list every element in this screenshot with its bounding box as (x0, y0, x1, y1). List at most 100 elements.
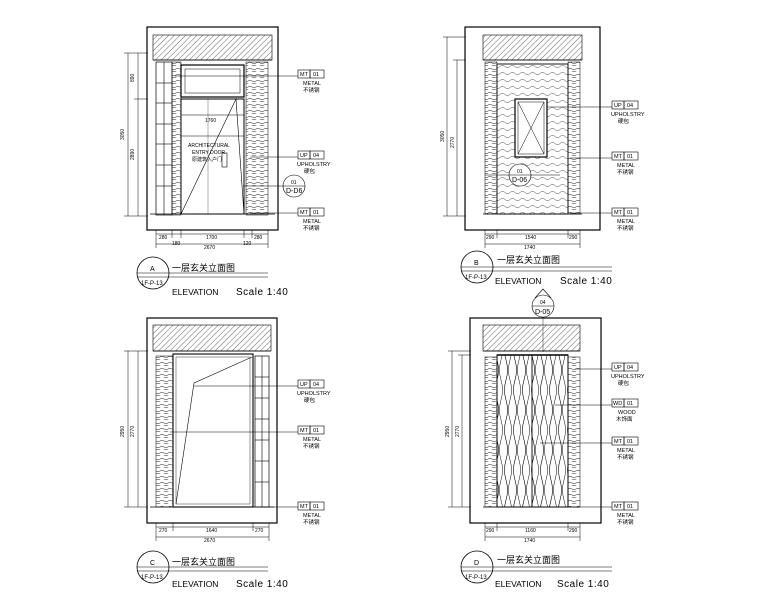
elevation-b-title-en: ELEVATION (495, 276, 541, 286)
elevation-b-vdim-1: 3050 (440, 131, 446, 142)
elevation-a-shelf-lines (156, 62, 172, 215)
elevation-d-brick-left (484, 356, 498, 508)
svg-text:不锈钢: 不锈钢 (617, 224, 634, 232)
elevation-b-callout-2: MT 01 METAL 不锈钢 (570, 151, 639, 176)
svg-text:木饰面: 木饰面 (616, 415, 633, 423)
svg-text:D-D6: D-D6 (286, 188, 302, 195)
svg-text:04: 04 (313, 153, 319, 159)
svg-text:UPHOLSTRY: UPHOLSTRY (611, 374, 645, 380)
elevation-d-callout-2: WD 01 WOOD 木饰面 (555, 398, 639, 423)
elevation-b-hdim-left: 290 (486, 235, 495, 241)
elevation-b-callout-1: UP 04 UPHOLSTRY 硬包 (547, 100, 645, 125)
svg-text:METAL: METAL (303, 81, 321, 87)
svg-text:01: 01 (517, 169, 523, 175)
elevation-c-vertical-dims (124, 350, 148, 508)
elevation-a-callout-3: MT 01 METAL 不锈钢 (250, 207, 325, 232)
svg-text:硬包: 硬包 (618, 379, 630, 387)
svg-text:不锈钢: 不锈钢 (617, 453, 634, 461)
svg-text:D-05: D-05 (535, 309, 550, 316)
elevation-b: 3050 2770 1740 1540 290 290 UP 04 UPHOLS… (440, 26, 645, 287)
elevation-c-scale: Scale 1:40 (236, 579, 288, 590)
elevation-b-brick-right (567, 61, 581, 215)
svg-text:UP: UP (614, 365, 622, 371)
elevation-c-title-cn: 一层玄关立面图 (172, 556, 235, 567)
elevation-d-hdim-right: 290 (569, 528, 578, 534)
elevation-c-sheet-no: 1F-P-13 (141, 575, 163, 581)
svg-text:硬包: 硬包 (618, 117, 630, 125)
elevation-a-title-cn: 一层玄关立面图 (172, 262, 235, 273)
svg-text:MT: MT (300, 72, 309, 78)
svg-text:METAL: METAL (303, 437, 321, 443)
elevation-b-frame (464, 26, 601, 231)
elevation-c-letter: C (150, 560, 155, 567)
svg-text:MT: MT (614, 154, 623, 160)
svg-text:不锈钢: 不锈钢 (617, 168, 634, 176)
svg-text:硬包: 硬包 (304, 396, 316, 404)
elevation-a-scale: Scale 1:40 (236, 287, 288, 298)
elevation-d-callout-1: UP 04 UPHOLSTRY 硬包 (575, 362, 645, 387)
svg-text:01: 01 (627, 401, 633, 407)
elevation-d-title-en: ELEVATION (495, 579, 541, 589)
elevation-b-hdim-total: 1740 (524, 245, 535, 251)
elevation-c-vdim-2: 2770 (130, 426, 136, 437)
svg-text:METAL: METAL (617, 219, 635, 225)
elevation-b-title-cn: 一层玄关立面图 (497, 254, 560, 265)
elevation-d-hdim-total: 1740 (524, 538, 535, 544)
elevation-c-vdim-1: 2950 (120, 426, 126, 437)
svg-text:04: 04 (627, 103, 633, 109)
svg-text:01: 01 (627, 210, 633, 216)
svg-text:WOOD: WOOD (618, 410, 636, 416)
svg-text:UP: UP (614, 103, 622, 109)
svg-text:不锈钢: 不锈钢 (303, 442, 320, 450)
elevation-d-callout-4: MT 01 METAL 不锈钢 (575, 501, 639, 526)
elevation-a-horizontal-dims (155, 230, 269, 248)
svg-text:METAL: METAL (617, 448, 635, 454)
svg-text:MT: MT (300, 210, 309, 216)
elevation-c-hdim-left: 270 (159, 528, 168, 534)
elevation-b-ceiling-hatch (482, 34, 583, 61)
svg-text:MT: MT (614, 504, 623, 510)
svg-text:METAL: METAL (303, 513, 321, 519)
svg-text:01: 01 (313, 428, 319, 434)
svg-text:MT: MT (614, 210, 623, 216)
svg-text:01: 01 (313, 210, 319, 216)
elevation-d-letter: D (474, 560, 479, 567)
svg-text:04: 04 (313, 382, 319, 388)
svg-text:UPHOLSTRY: UPHOLSTRY (297, 391, 331, 397)
elevation-b-horizontal-dims (484, 230, 581, 248)
elevation-a-vertical-dims (124, 52, 148, 217)
elevation-a-frame (146, 26, 279, 231)
elevation-a-hdim-right: 280 (254, 235, 263, 241)
svg-text:MT: MT (300, 428, 309, 434)
svg-text:01: 01 (313, 504, 319, 510)
svg-text:01: 01 (313, 72, 319, 78)
elevation-c-hdim-door: 1640 (206, 528, 217, 534)
svg-text:METAL: METAL (617, 513, 635, 519)
elevation-c-title-block: C 1F-P-13 一层玄关立面图 ELEVATION Scale 1:40 (136, 550, 288, 590)
elevation-a-letter: A (150, 266, 155, 273)
elevation-d-sheet-no: 1F-P-13 (465, 575, 487, 581)
elevation-b-title-block: B 1F-P-13 一层玄关立面图 ELEVATION Scale 1:40 (460, 250, 612, 287)
elevation-b-letter: B (474, 260, 479, 267)
elevation-b-hdim-right: 290 (569, 235, 578, 241)
elevation-d-wood-doors (496, 354, 569, 508)
svg-text:UPHOLSTRY: UPHOLSTRY (297, 162, 331, 168)
elevation-a-door-note-1: ARCHITECTURAL (188, 143, 230, 149)
elevation-a-hdim-door: 1700 (206, 235, 217, 241)
elevation-b-sheet-no: 1F-P-13 (465, 275, 487, 281)
svg-text:MT: MT (300, 504, 309, 510)
elevation-d-vertical-dims (448, 350, 471, 508)
elevation-a: 1760 ARCHITECTURAL ENTRY DOOR 原建筑入户门 890… (120, 26, 331, 298)
elevation-a-sheet-no: 1F-P-13 (141, 281, 163, 287)
elevation-d-ceiling-hatch (482, 324, 581, 352)
svg-text:04: 04 (540, 300, 546, 306)
elevation-c-callout-3: MT 01 METAL 不锈钢 (258, 501, 325, 526)
elevation-a-brick-left (171, 61, 182, 216)
elevation-a-hdim-small-1: 180 (172, 241, 181, 247)
svg-text:01: 01 (627, 439, 633, 445)
elevation-a-hdim-left: 280 (159, 235, 168, 241)
elevation-d-frame (469, 317, 602, 524)
elevation-d-hdim-doors: 1160 (525, 528, 536, 534)
elevation-c-title-en: ELEVATION (172, 579, 218, 589)
